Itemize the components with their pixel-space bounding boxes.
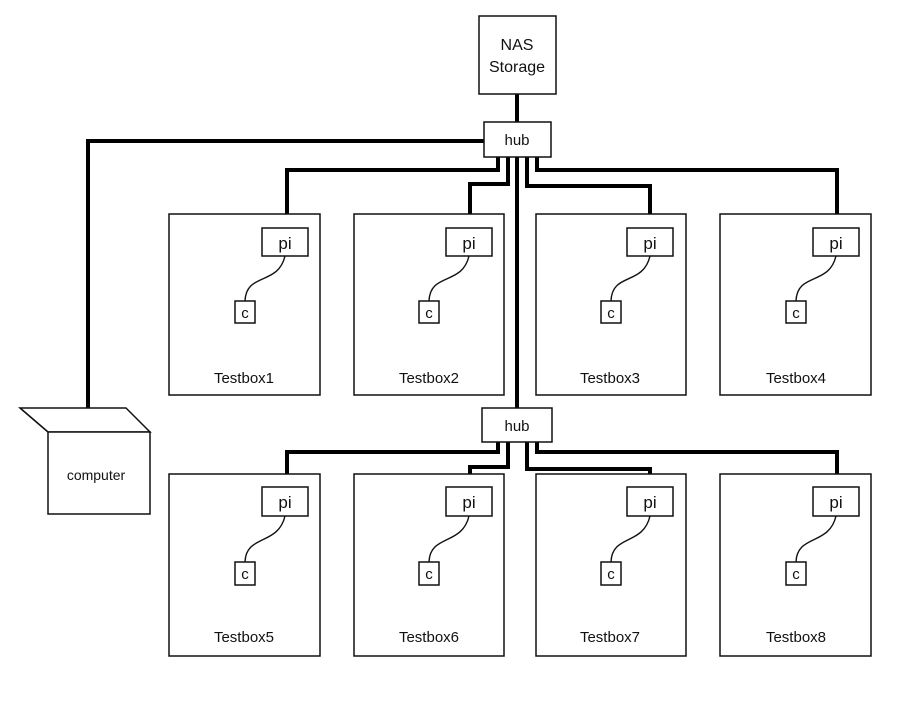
wire-hub-testbox5 <box>285 442 500 487</box>
testbox-label: Testbox8 <box>766 629 826 646</box>
camera-box <box>600 300 622 324</box>
testbox-label: Testbox6 <box>399 629 459 646</box>
testbox-7: pi c Testbox7 <box>535 473 687 657</box>
testbox-label: Testbox4 <box>766 370 826 387</box>
hub-bottom: hub <box>481 407 553 443</box>
pi-label: pi <box>278 234 291 253</box>
computer-label: computer <box>67 467 126 483</box>
testbox-label: Testbox5 <box>214 629 274 646</box>
hub-top-box <box>483 121 552 158</box>
hub-top: hub <box>483 121 552 158</box>
hub-bottom-box <box>481 407 553 443</box>
wire-hub-testbox2 <box>468 157 510 228</box>
camera-cable <box>795 255 837 302</box>
camera-label: c <box>792 566 800 583</box>
pi-label: pi <box>462 234 475 253</box>
camera-box <box>418 561 440 586</box>
camera-box <box>418 300 440 324</box>
pi-label: pi <box>643 234 656 253</box>
network-wires <box>86 94 839 487</box>
pi-box <box>812 486 860 517</box>
camera-box <box>600 561 622 586</box>
nas-label-line1: NAS <box>501 37 534 54</box>
testbox-label: Testbox1 <box>214 370 274 387</box>
camera-label: c <box>607 566 615 583</box>
testbox-8: pi c Testbox8 <box>719 473 872 657</box>
pi-box <box>445 486 493 517</box>
camera-cable <box>428 515 470 563</box>
testbox-5: pi c Testbox5 <box>168 473 321 657</box>
testbox-2: pi c Testbox2 <box>353 213 505 396</box>
camera-label: c <box>425 566 433 583</box>
nas-storage: NAS Storage <box>478 15 557 95</box>
testbox-label: Testbox2 <box>399 370 459 387</box>
hub-bottom-label: hub <box>504 418 529 435</box>
pi-label: pi <box>462 493 475 512</box>
pi-box <box>626 227 674 257</box>
hub-top-label: hub <box>504 132 529 149</box>
camera-label: c <box>241 305 249 322</box>
camera-label: c <box>607 305 615 322</box>
nas-label-line2: Storage <box>489 59 545 76</box>
wire-hub-testbox3 <box>525 157 652 228</box>
wire-computer-hub <box>86 139 484 408</box>
pi-label: pi <box>829 234 842 253</box>
camera-box <box>785 561 807 586</box>
pi-label: pi <box>829 493 842 512</box>
wire-hub-testbox4 <box>535 157 839 228</box>
camera-cable <box>244 515 286 563</box>
pi-box <box>812 227 860 257</box>
camera-cable <box>610 255 651 302</box>
pi-label: pi <box>643 493 656 512</box>
camera-cable <box>795 515 837 563</box>
testbox-1: pi c Testbox1 <box>168 213 321 396</box>
testbox-label: Testbox7 <box>580 629 640 646</box>
testbox-4: pi c Testbox4 <box>719 213 872 396</box>
testbox-6: pi c Testbox6 <box>353 473 505 657</box>
computer: computer <box>17 407 152 515</box>
camera-label: c <box>425 305 433 322</box>
camera-box <box>785 300 807 324</box>
camera-cable <box>244 255 286 302</box>
pi-label: pi <box>278 493 291 512</box>
camera-box <box>234 300 256 324</box>
wire-hub-testbox1 <box>285 157 500 228</box>
nas-storage-box <box>478 15 557 95</box>
camera-cable <box>428 255 470 302</box>
testbox-3: pi c Testbox3 <box>535 213 687 396</box>
computer-lid <box>17 407 152 433</box>
pi-box <box>445 227 493 257</box>
camera-label: c <box>241 566 249 583</box>
computer-edge <box>19 407 49 433</box>
camera-label: c <box>792 305 800 322</box>
wire-hub-testbox8 <box>535 442 839 487</box>
testbox-label: Testbox3 <box>580 370 640 387</box>
camera-cable <box>610 515 651 563</box>
computer-body <box>47 431 151 515</box>
camera-box <box>234 561 256 586</box>
